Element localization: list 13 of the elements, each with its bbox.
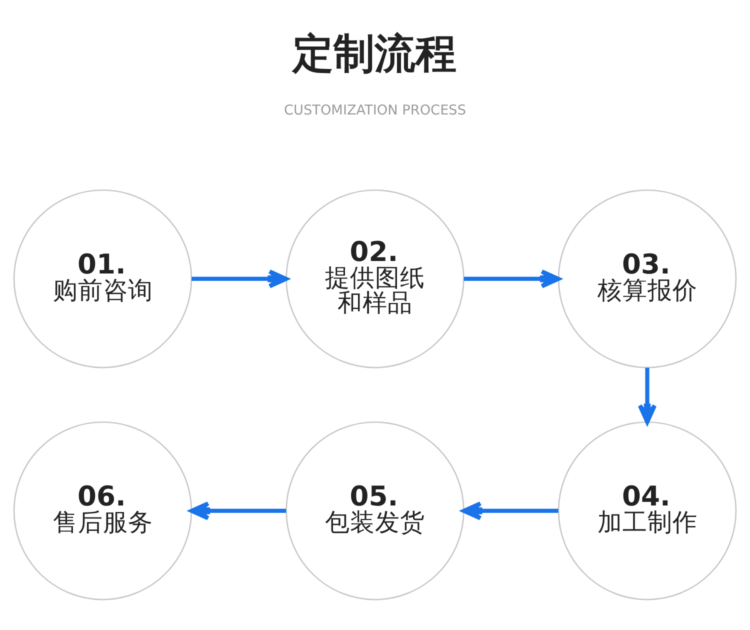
node-circle: 01. 购前咨询	[13, 189, 192, 368]
node-circle: 06. 售后服务	[13, 421, 192, 600]
diagram-title: 定制流程	[292, 29, 456, 78]
node-circle: 02. 提供图纸和样品	[286, 189, 464, 368]
arrow	[464, 269, 560, 288]
arrow	[462, 501, 558, 520]
node-circle: 04. 加工制作	[558, 421, 737, 600]
arrow	[192, 269, 288, 288]
arrow	[190, 501, 286, 520]
node-circle: 05. 包装发货	[286, 421, 464, 600]
label: CUSTOMIZATION PROCESS	[284, 102, 466, 118]
node-circle: 03. 核算报价	[558, 189, 737, 368]
arrow	[638, 368, 657, 424]
